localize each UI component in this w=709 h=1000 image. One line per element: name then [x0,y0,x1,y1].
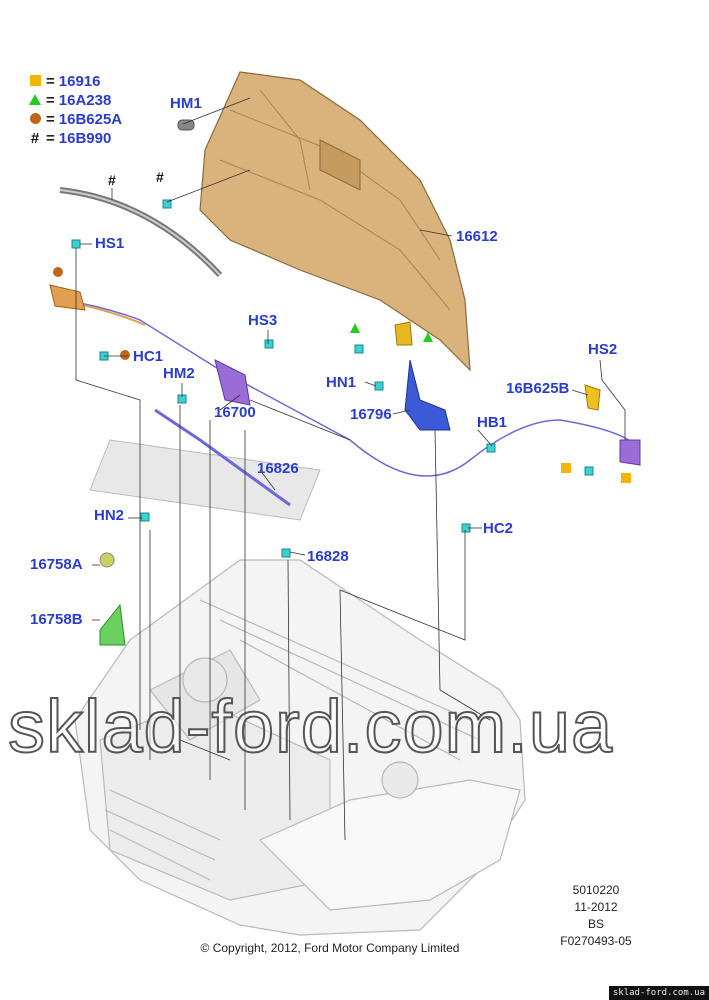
label-HS1: HS1 [95,235,125,252]
hash-marker: # [156,169,164,185]
hood-seal [59,187,223,278]
legend-item: =16B625A [28,110,122,129]
label-HB1: HB1 [477,414,508,431]
diagram-info: 5010220 11-2012 BS F0270493-05 [560,883,632,948]
release-cable [59,299,636,477]
legend-item: =16916 [28,72,122,91]
latch-16700 [214,359,251,406]
label-HC1: HC1 [133,348,164,365]
label-16828: 16828 [307,548,349,565]
square-icon [28,73,42,90]
hash-icon: # [30,130,40,147]
label-HC2: HC2 [483,520,514,537]
striker [394,321,413,346]
label-16612: 16612 [456,228,498,245]
prop-rod-16826 [154,408,291,507]
triangle-icon [28,92,42,109]
label-16B625B: 16B625B [506,380,570,397]
legend: =16916 =16A238 =16B625A #=16B990 [28,72,122,148]
label-HS3: HS3 [248,312,278,329]
circle-icon [28,111,42,128]
label-16758A: 16758A [30,556,83,573]
label-16796: 16796 [350,406,392,423]
copyright: © Copyright, 2012, Ford Motor Company Li… [200,941,460,955]
cowl-panel [89,439,321,521]
label-HN2: HN2 [94,507,125,524]
bracket-16758B [99,603,126,646]
bumper-16758A [99,552,115,568]
clips [71,199,594,558]
label-HM1: HM1 [170,95,202,112]
hash-marker: # [108,172,116,188]
label-HN1: HN1 [326,374,357,391]
watermark-badge: sklad-ford.com.ua [608,986,709,1000]
watermark: sklad-ford.com.ua [7,685,614,768]
latch-16796 [404,359,451,431]
legend-item: =16A238 [28,91,122,110]
leader-lines [75,97,626,841]
vehicle-front-body [74,559,526,936]
label-16700: 16700 [214,404,256,421]
legend-item: #=16B990 [28,129,122,148]
label-HM2: HM2 [163,365,195,382]
label-HS2: HS2 [588,341,618,358]
label-16826: 16826 [257,460,299,477]
bumper-HM1 [177,119,195,131]
label-16758B: 16758B [30,611,83,628]
lever-16B625B [584,384,601,411]
hood-16612 [199,71,471,372]
